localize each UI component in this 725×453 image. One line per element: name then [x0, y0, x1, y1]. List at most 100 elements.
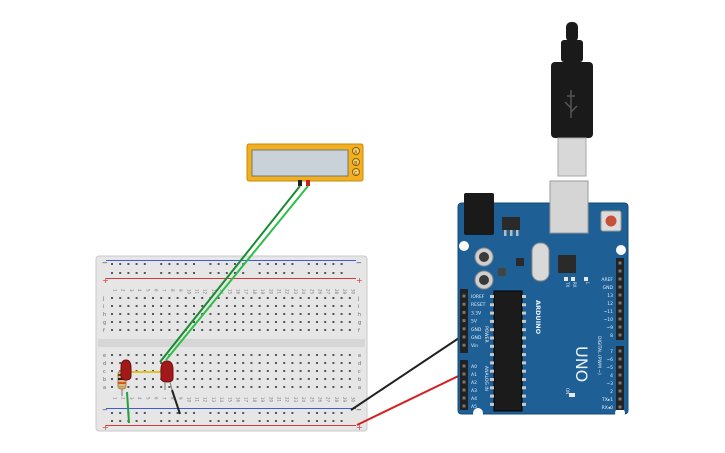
breadboard-hole[interactable] [184, 321, 187, 323]
breadboard-hole[interactable] [234, 313, 236, 315]
breadboard-hole[interactable] [119, 297, 122, 299]
breadboard-hole[interactable] [348, 378, 351, 380]
wire-green-sensor-a[interactable] [159, 185, 301, 363]
breadboard-hole[interactable] [184, 362, 187, 364]
breadboard-hole[interactable] [332, 386, 335, 388]
rail-hole[interactable] [283, 272, 286, 274]
breadboard-hole[interactable] [225, 362, 228, 364]
breadboard-hole[interactable] [217, 297, 220, 299]
breadboard-hole[interactable] [348, 362, 351, 364]
breadboard-hole[interactable] [242, 386, 245, 388]
rail-hole[interactable] [291, 263, 294, 265]
rail-hole[interactable] [340, 420, 343, 422]
breadboard-hole[interactable] [250, 305, 253, 307]
breadboard-hole[interactable] [348, 329, 351, 331]
breadboard-hole[interactable] [283, 378, 286, 380]
breadboard-hole[interactable] [193, 354, 195, 356]
rail-hole[interactable] [234, 412, 236, 414]
breadboard-hole[interactable] [209, 370, 212, 372]
rail-hole[interactable] [266, 412, 269, 414]
breadboard-hole[interactable] [119, 362, 122, 364]
breadboard-hole[interactable] [160, 362, 163, 364]
breadboard-hole[interactable] [127, 329, 130, 331]
breadboard-hole[interactable] [135, 362, 138, 364]
breadboard-hole[interactable] [316, 354, 318, 356]
rail-hole[interactable] [135, 420, 138, 422]
breadboard-hole[interactable] [316, 378, 318, 380]
breadboard-hole[interactable] [275, 313, 277, 315]
rail-hole[interactable] [143, 272, 146, 274]
breadboard-hole[interactable] [332, 297, 335, 299]
breadboard-hole[interactable] [111, 321, 113, 323]
breadboard-hole[interactable] [266, 370, 269, 372]
rail-hole[interactable] [242, 412, 245, 414]
breadboard-hole[interactable] [348, 313, 351, 315]
header-pin[interactable] [618, 301, 622, 305]
breadboard-hole[interactable] [201, 313, 204, 315]
sensor-module[interactable]: A B C [246, 143, 364, 186]
breadboard-hole[interactable] [299, 297, 302, 299]
breadboard-hole[interactable] [111, 305, 113, 307]
rail-hole[interactable] [127, 272, 130, 274]
breadboard-hole[interactable] [111, 362, 113, 364]
breadboard-hole[interactable] [242, 362, 245, 364]
breadboard-hole[interactable] [291, 305, 294, 307]
breadboard-hole[interactable] [340, 321, 343, 323]
rail-hole[interactable] [217, 272, 220, 274]
breadboard-hole[interactable] [217, 386, 220, 388]
breadboard-hole[interactable] [225, 329, 228, 331]
breadboard-hole[interactable] [266, 313, 269, 315]
breadboard-hole[interactable] [258, 297, 261, 299]
breadboard-hole[interactable] [283, 321, 286, 323]
breadboard-hole[interactable] [143, 313, 146, 315]
breadboard-hole[interactable] [307, 329, 310, 331]
breadboard-hole[interactable] [143, 297, 146, 299]
rail-hole[interactable] [168, 412, 171, 414]
breadboard-hole[interactable] [234, 370, 236, 372]
sensor-pin-a[interactable] [352, 147, 360, 155]
breadboard-hole[interactable] [184, 313, 187, 315]
header-pin[interactable] [462, 294, 466, 298]
rail-hole[interactable] [193, 412, 195, 414]
breadboard-hole[interactable] [324, 329, 327, 331]
breadboard-hole[interactable] [143, 305, 146, 307]
rail-hole[interactable] [324, 272, 327, 274]
header-pin[interactable] [618, 269, 622, 273]
breadboard-hole[interactable] [340, 313, 343, 315]
breadboard-hole[interactable] [291, 362, 294, 364]
breadboard-hole[interactable] [143, 329, 146, 331]
header-pin[interactable] [618, 325, 622, 329]
rail-hole[interactable] [307, 263, 310, 265]
breadboard-hole[interactable] [250, 386, 253, 388]
rail-hole[interactable] [209, 272, 212, 274]
breadboard-hole[interactable] [250, 297, 253, 299]
breadboard-hole[interactable] [168, 305, 171, 307]
breadboard-hole[interactable] [201, 321, 204, 323]
rail-hole[interactable] [307, 420, 310, 422]
breadboard-hole[interactable] [283, 362, 286, 364]
breadboard-hole[interactable] [283, 329, 286, 331]
breadboard-hole[interactable] [143, 321, 146, 323]
rail-hole[interactable] [291, 412, 294, 414]
breadboard-hole[interactable] [291, 386, 294, 388]
breadboard-hole[interactable] [291, 354, 294, 356]
rail-hole[interactable] [324, 263, 327, 265]
breadboard-hole[interactable] [111, 370, 113, 372]
rail-hole[interactable] [160, 263, 163, 265]
breadboard-hole[interactable] [234, 354, 236, 356]
breadboard-hole[interactable] [324, 386, 327, 388]
breadboard-hole[interactable] [217, 329, 220, 331]
rail-hole[interactable] [275, 412, 277, 414]
breadboard-hole[interactable] [307, 370, 310, 372]
breadboard-hole[interactable] [266, 329, 269, 331]
breadboard-hole[interactable] [250, 321, 253, 323]
breadboard-hole[interactable] [176, 305, 179, 307]
rail-hole[interactable] [143, 263, 146, 265]
breadboard-hole[interactable] [143, 362, 146, 364]
breadboard-hole[interactable] [184, 305, 187, 307]
rail-hole[interactable] [168, 420, 171, 422]
breadboard-hole[interactable] [209, 313, 212, 315]
breadboard-hole[interactable] [250, 370, 253, 372]
rail-hole[interactable] [266, 263, 269, 265]
breadboard-hole[interactable] [332, 362, 335, 364]
